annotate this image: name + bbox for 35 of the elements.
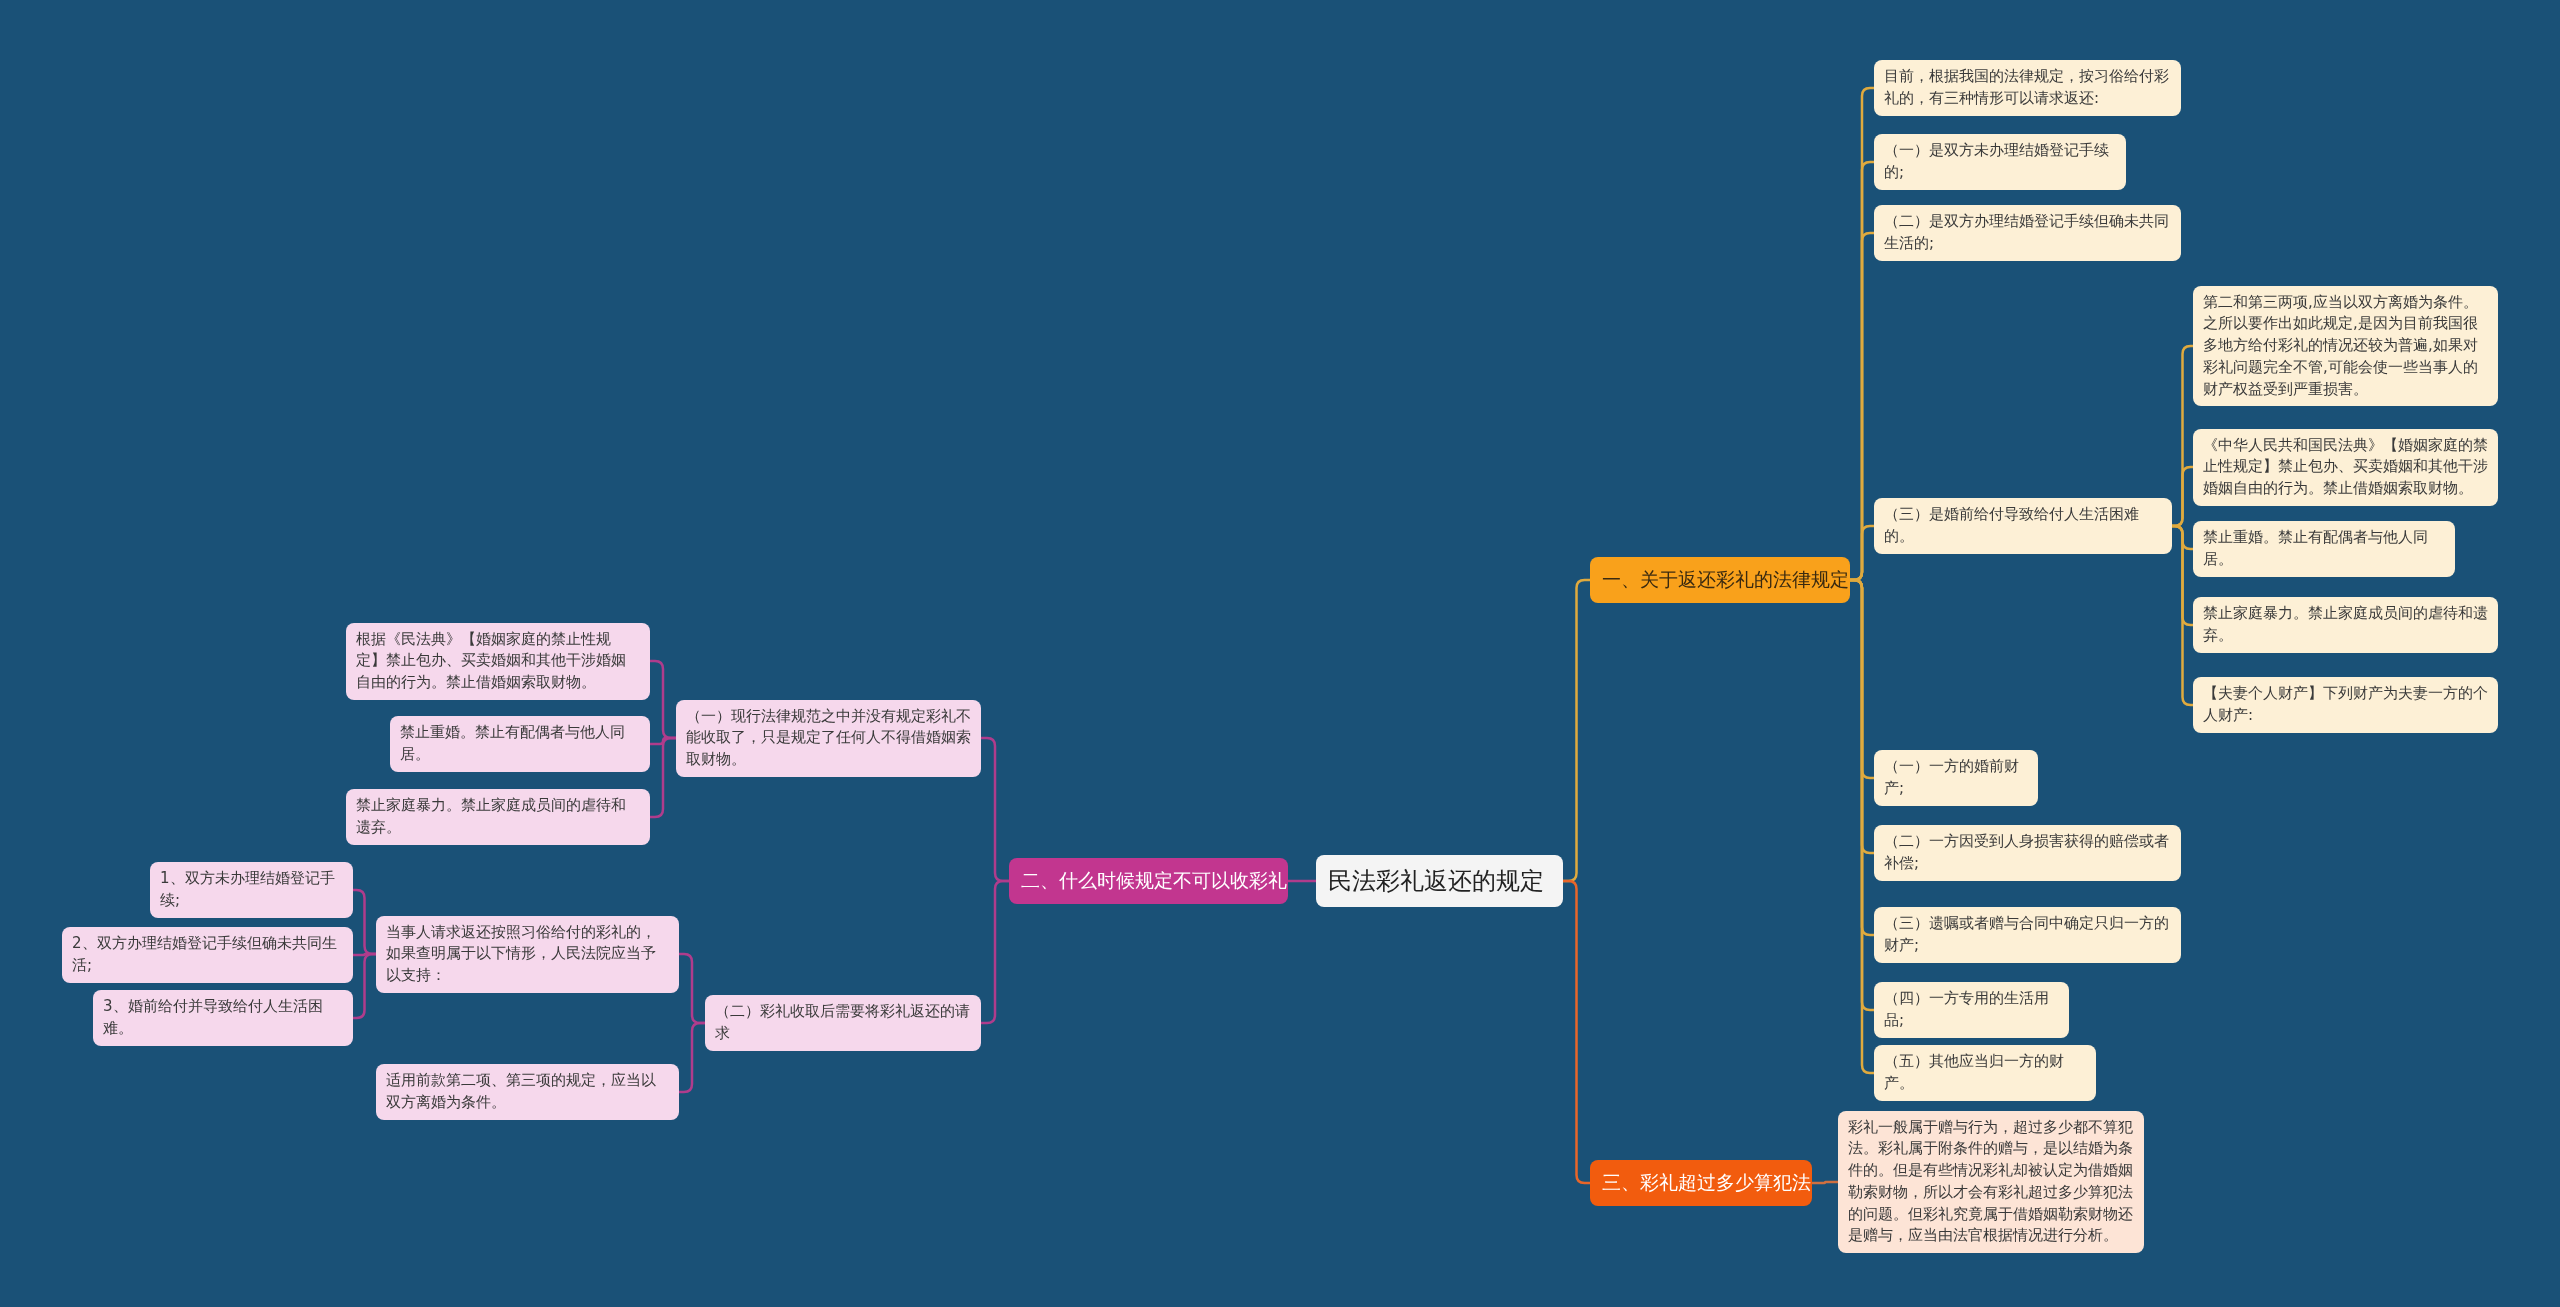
subtopic-box: 根据《民法典》【婚姻家庭的禁止性规定】禁止包办、买卖婚姻和其他干涉婚姻自由的行为。禁止借婚姻索取财物。: [346, 622, 650, 700]
branch-topic-box: 一、关于返还彩礼的法律规定: [1590, 557, 1850, 603]
connector-line: [353, 952, 376, 1020]
connector-line: [2172, 524, 2193, 707]
subtopic-box: 禁止重婚。禁止有配偶者与他人同居。: [2193, 521, 2455, 577]
subtopic-box: （二）彩礼收取后需要将彩礼返还的请求: [705, 995, 981, 1051]
subtopic-box: 禁止重婚。禁止有配偶者与他人同居。: [390, 716, 650, 772]
connector-line: [1288, 879, 1316, 883]
subtopic-box: 适用前款第二项、第三项的规定，应当以双方离婚为条件。: [376, 1064, 679, 1120]
subtopic-box: 【夫妻个人财产】下列财产为夫妻一方的个人财产:: [2193, 677, 2498, 733]
subtopic-box: （三）遗嘱或者赠与合同中确定只归一方的财产;: [1874, 907, 2181, 963]
connector-line: [1812, 1180, 1838, 1185]
central-topic-box: 民法彩礼返还的规定: [1316, 854, 1563, 908]
subtopic-box: （三）是婚前给付导致给付人生活困难的。: [1874, 498, 2172, 554]
subtopic-box: 《中华人民共和国民法典》【婚姻家庭的禁止性规定】禁止包办、买卖婚姻和其他干涉婚姻自由的行为。禁止借婚姻索取财物。: [2193, 428, 2498, 506]
branch-topic-box: 三、彩礼超过多少算犯法: [1590, 1160, 1812, 1206]
subtopic-box: 当事人请求返还按照习俗给付的彩礼的，如果查明属于以下情形，人民法院应当予以支持：: [376, 915, 679, 993]
subtopic-box: （二）一方因受到人身损害获得的赔偿或者补偿;: [1874, 825, 2181, 881]
connector-line: [679, 1021, 705, 1094]
connector-line: [650, 736, 676, 819]
branch-topic-box: 二、什么时候规定不可以收彩礼: [1009, 858, 1288, 904]
subtopic-box: （二）是双方办理结婚登记手续但确未共同生活的;: [1874, 205, 2181, 261]
subtopic-box: 目前，根据我国的法律规定，按习俗给付彩礼的，有三种情形可以请求返还:: [1874, 60, 2181, 116]
subtopic-box: （一）一方的婚前财产;: [1874, 750, 2038, 806]
subtopic-box: 彩礼一般属于赠与行为，超过多少都不算犯法。彩礼属于附条件的赠与，是以结婚为条件的。但是有些情况彩礼却被认定为借婚姻勒索财物，所以才会有彩礼超过多少算犯法的问题。但彩礼究竟属于借婚姻勒索财物还是赠与，应当由法官根据情况进行分析。: [1838, 1110, 2144, 1253]
subtopic-box: （四）一方专用的生活用品;: [1874, 982, 2069, 1038]
subtopic-box: 禁止家庭暴力。禁止家庭成员间的虐待和遗弃。: [2193, 597, 2498, 653]
subtopic-box: （一）是双方未办理结婚登记手续的;: [1874, 134, 2126, 190]
subtopic-box: 2、双方办理结婚登记手续但确未共同生活;: [62, 927, 353, 983]
subtopic-box: 禁止家庭暴力。禁止家庭成员间的虐待和遗弃。: [346, 789, 650, 845]
subtopic-box: （一）现行法律规范之中并没有规定彩礼不能收取了，只是规定了任何人不得借婚姻索取财物。: [676, 699, 981, 777]
subtopic-box: 1、双方未办理结婚登记手续;: [150, 862, 353, 918]
subtopic-box: 3、婚前给付并导致给付人生活困难。: [93, 990, 353, 1046]
subtopic-box: 第二和第三两项,应当以双方离婚为条件。之所以要作出如此规定,是因为目前我国很多地方给付彩礼的情况还较为普遍,如果对彩礼问题完全不管,可能会使一些当事人的财产权益受到严重损害。: [2193, 285, 2498, 407]
subtopic-box: （五）其他应当归一方的财产。: [1874, 1045, 2096, 1101]
